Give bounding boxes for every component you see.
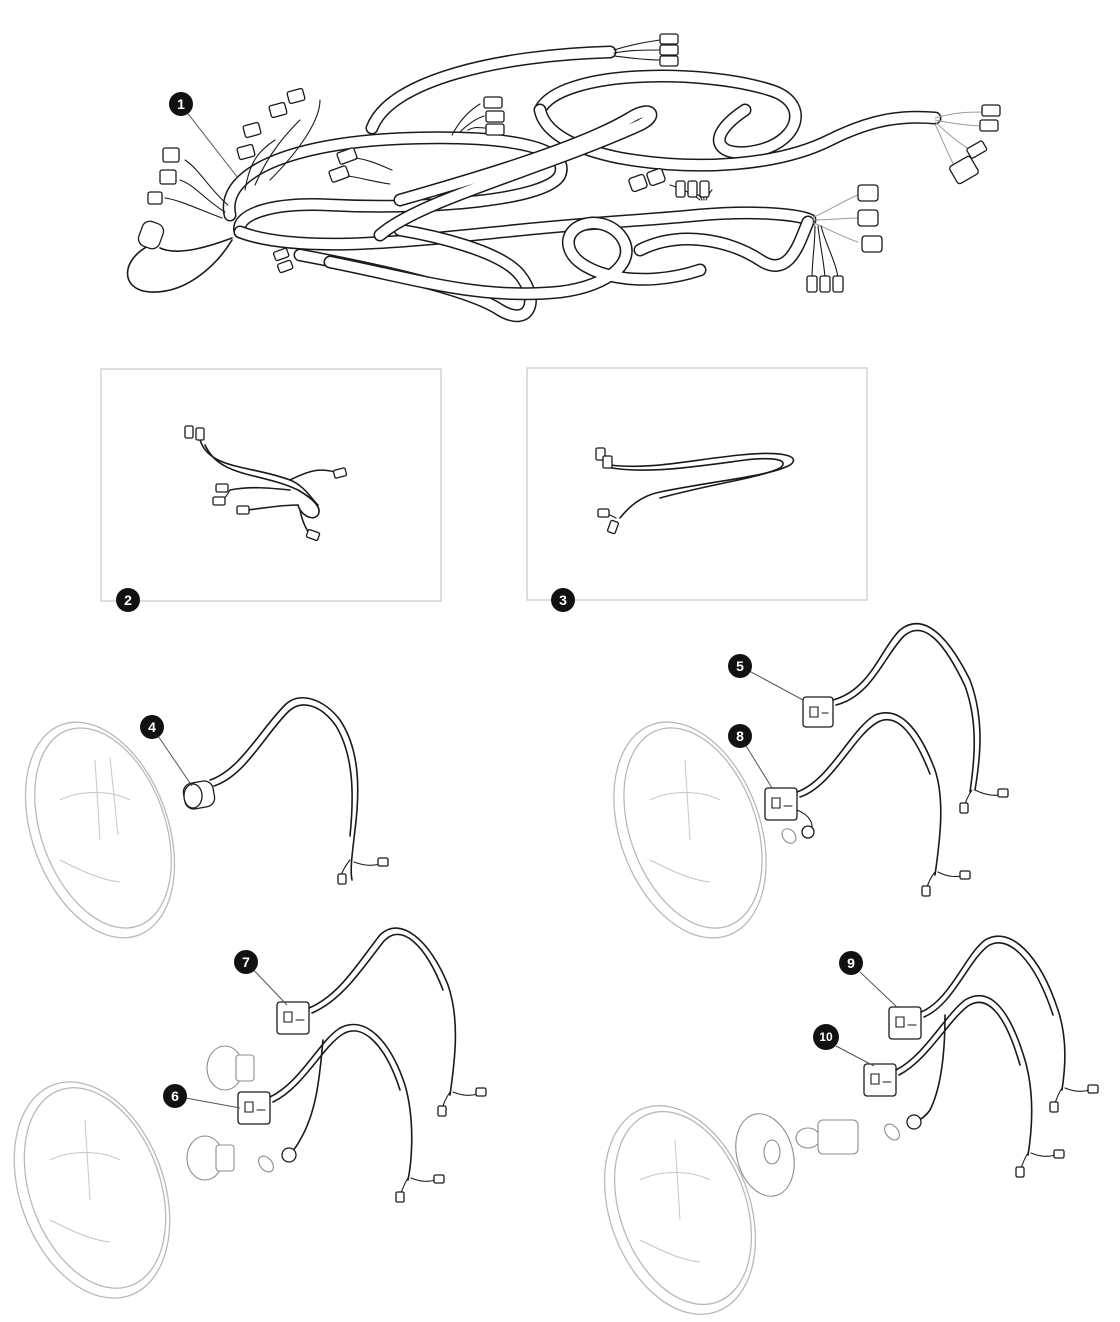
callout-8: 8: [728, 724, 752, 748]
callout-1: 1: [169, 92, 193, 116]
part-5-8-headlamp-relay-harness: [613, 623, 1009, 939]
callout-3-label: 3: [559, 592, 567, 608]
part-3-harness-frame: [526, 367, 868, 601]
part-2-harness-frame: [100, 368, 442, 602]
callout-2-label: 2: [124, 592, 132, 608]
callout-7: 7: [234, 950, 258, 974]
part-6-7-headlamp-relay-harness: [13, 927, 487, 1299]
callout-8-label: 8: [736, 728, 744, 744]
callout-5: 5: [728, 654, 752, 678]
callout-6: 6: [163, 1084, 187, 1108]
main-wiring-harness: [126, 33, 1001, 323]
callout-7-label: 7: [242, 954, 250, 970]
part-9-10-headlamp-relay-harness: [603, 935, 1099, 1315]
callout-9: 9: [839, 951, 863, 975]
callout-1-label: 1: [177, 96, 185, 112]
callout-4: 4: [140, 715, 164, 739]
callout-4-label: 4: [148, 719, 156, 735]
callout-9-label: 9: [847, 955, 855, 971]
callout-3: 3: [551, 588, 575, 612]
callout-5-label: 5: [736, 658, 744, 674]
part-4-headlamp-plug-harness: [24, 696, 389, 939]
callout-10-label: 10: [819, 1030, 833, 1044]
callout-2: 2: [116, 588, 140, 612]
callout-10: 10: [813, 1024, 839, 1050]
callout-6-label: 6: [171, 1088, 179, 1104]
